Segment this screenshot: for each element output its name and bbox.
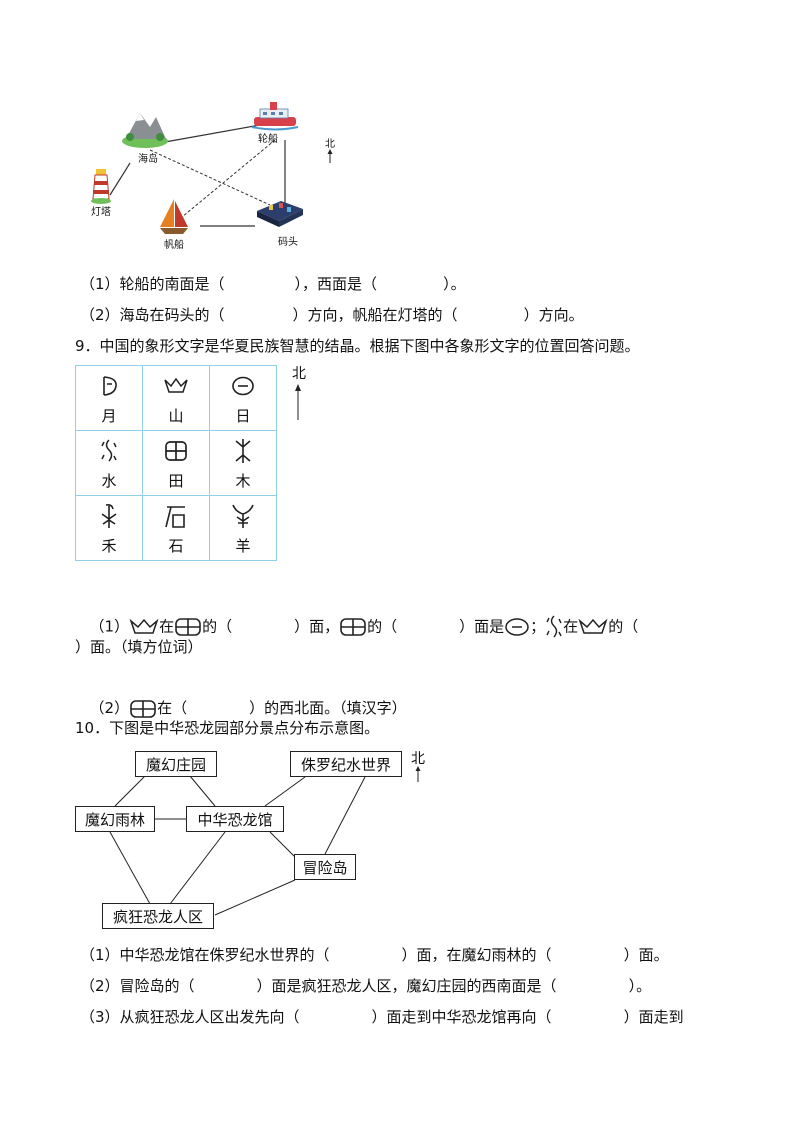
field-glyph-icon (130, 699, 156, 718)
node-dino-hall: 中华恐龙馆 (186, 806, 284, 832)
grid-cell: 木 (209, 430, 277, 496)
label-lighthouse: 灯塔 (91, 207, 111, 218)
node-crazy-dino-zone: 疯狂恐龙人区 (102, 903, 214, 929)
sun-glyph-icon (232, 376, 254, 396)
north-label-q9: 北 (292, 366, 306, 382)
label-sailboat: 帆船 (164, 240, 184, 251)
sailboat-icon (160, 199, 188, 234)
dock-icon (257, 201, 303, 227)
mountain-glyph-icon (578, 618, 608, 634)
line-lighthouse-island (109, 162, 131, 196)
node-adventure-island: 冒险岛 (294, 854, 356, 880)
north-arrow-icon (415, 766, 421, 782)
moon-glyph-icon (103, 376, 117, 396)
grain-glyph-icon (101, 504, 117, 528)
north-arrow-icon (295, 384, 301, 420)
field-glyph-icon (165, 441, 187, 461)
grid-cell: 田 (142, 430, 210, 496)
water-glyph-icon (101, 439, 117, 462)
sun-glyph-icon (505, 618, 529, 636)
q10-question-2: （2）冒险岛的（）面是疯狂恐龙人区，魔幻庄园的西南面是（）。 (80, 977, 652, 995)
q9-question-2: （2）在（）的西北面。（填汉字） (89, 699, 407, 718)
lighthouse-icon (91, 169, 111, 204)
q8-question-1: （1）轮船的南面是（），西面是（）。 (80, 275, 466, 293)
node-magic-rainforest: 魔幻雨林 (75, 806, 155, 832)
mountain-glyph-icon (129, 618, 159, 634)
mountain-glyph-icon (164, 377, 188, 393)
north-arrow-icon (327, 149, 333, 163)
stone-glyph-icon (165, 506, 185, 528)
q10-title: 10．下图是中华恐龙园部分景点分布示意图。 (75, 719, 380, 737)
steamer-icon (251, 102, 299, 131)
q8-question-2: （2）海岛在码头的（）方向，帆船在灯塔的（）方向。 (80, 306, 584, 324)
grid-cell: 月 (75, 365, 143, 431)
q9-title: 9．中国的象形文字是华夏民族智慧的结晶。根据下图中各象形文字的位置回答问题。 (75, 337, 640, 355)
line-island-steamer (164, 124, 261, 143)
grid-cell: 禾 (75, 495, 143, 561)
pictograph-grid: 月 山 日 水 田 木 禾 石 (75, 365, 277, 561)
grid-cell: 羊 (209, 495, 277, 561)
island-icon (122, 113, 168, 148)
label-island: 海岛 (138, 154, 158, 165)
water-glyph-icon (546, 615, 562, 638)
label-steamer: 轮船 (258, 134, 278, 145)
q9-question-1: （1）在的（）面，的（）面是；在的（ (80, 592, 638, 640)
grid-cell: 日 (209, 365, 277, 431)
q10-question-1: （1）中华恐龙馆在侏罗纪水世界的（）面，在魔幻雨林的（）面。 (80, 946, 669, 964)
sheep-glyph-icon (232, 504, 254, 528)
tree-glyph-icon (235, 439, 251, 463)
grid-cell: 山 (142, 365, 210, 431)
label-dock: 码头 (278, 237, 298, 248)
field-glyph-icon (175, 618, 201, 636)
node-jurassic-water-world: 侏罗纪水世界 (290, 751, 402, 777)
field-glyph-icon (340, 618, 366, 636)
q8-map-lines (109, 124, 286, 227)
q9-question-1-line2: ）面。（填方位词） (75, 638, 203, 656)
line-island-dock (149, 149, 271, 206)
q10-question-3: （3）从疯狂恐龙人区出发先向（）面走到中华恐龙馆再向（）面走到 (80, 1008, 684, 1026)
north-label-q10: 北 (411, 751, 425, 767)
north-label-q8: 北 (325, 139, 335, 150)
q8-map: 海岛 轮船 灯塔 帆船 码头 北 (70, 95, 360, 255)
line-steamer-sailboat (181, 139, 276, 218)
grid-cell: 水 (75, 430, 143, 496)
node-magic-manor: 魔幻庄园 (135, 751, 217, 777)
